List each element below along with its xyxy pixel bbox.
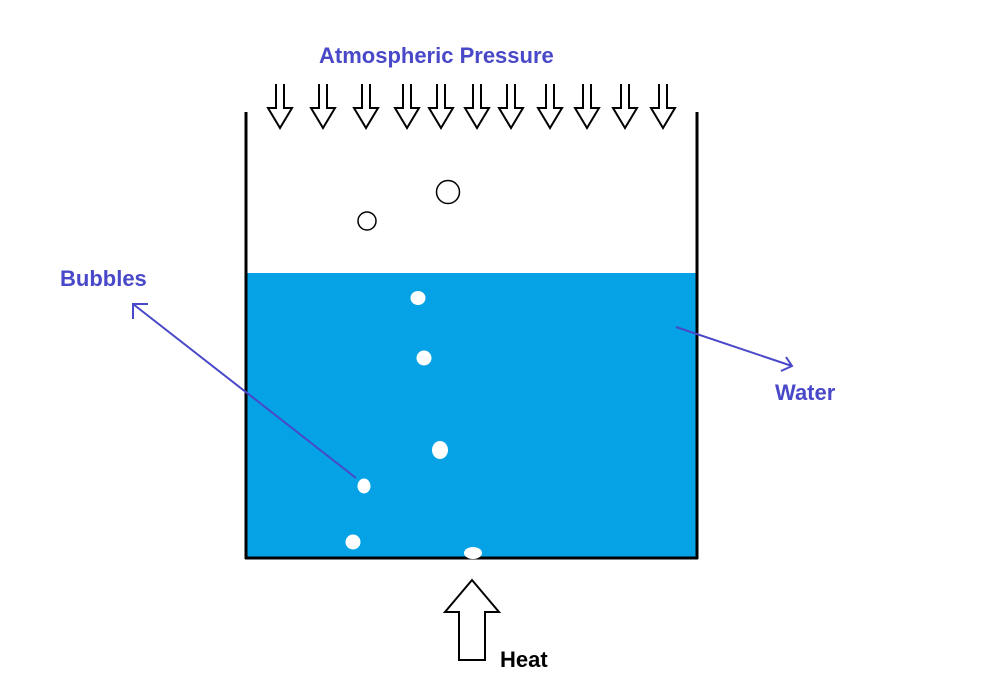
up-arrow-icon xyxy=(442,578,502,661)
bubbles-label: Bubbles xyxy=(60,266,147,291)
water-bubbles xyxy=(345,291,482,559)
down-arrow-icon xyxy=(393,84,421,130)
bubble xyxy=(410,291,426,305)
down-arrow-icon xyxy=(573,84,601,130)
down-arrow-icon xyxy=(427,84,455,130)
down-arrow-icon xyxy=(649,84,677,130)
bubble xyxy=(357,478,371,494)
pressure-arrows xyxy=(266,84,677,130)
down-arrow-icon xyxy=(497,84,525,130)
bubble-escaped xyxy=(357,211,377,231)
bubble xyxy=(464,547,482,559)
down-arrow-icon xyxy=(463,84,491,130)
down-arrow-icon xyxy=(309,84,337,130)
bubble xyxy=(416,350,432,366)
down-arrow-icon xyxy=(352,84,380,130)
down-arrow-icon xyxy=(536,84,564,130)
heat-label: Heat xyxy=(500,647,548,672)
water-label: Water xyxy=(775,380,836,405)
atmospheric-pressure-label: Atmospheric Pressure xyxy=(319,43,554,68)
down-arrow-icon xyxy=(611,84,639,130)
bubble xyxy=(345,534,361,550)
bubble xyxy=(432,441,448,459)
bubbles-pointer xyxy=(132,303,357,479)
down-arrow-icon xyxy=(266,84,294,130)
bubble-escaped xyxy=(435,179,461,205)
water-body xyxy=(246,273,697,558)
water-pointer xyxy=(675,326,794,372)
